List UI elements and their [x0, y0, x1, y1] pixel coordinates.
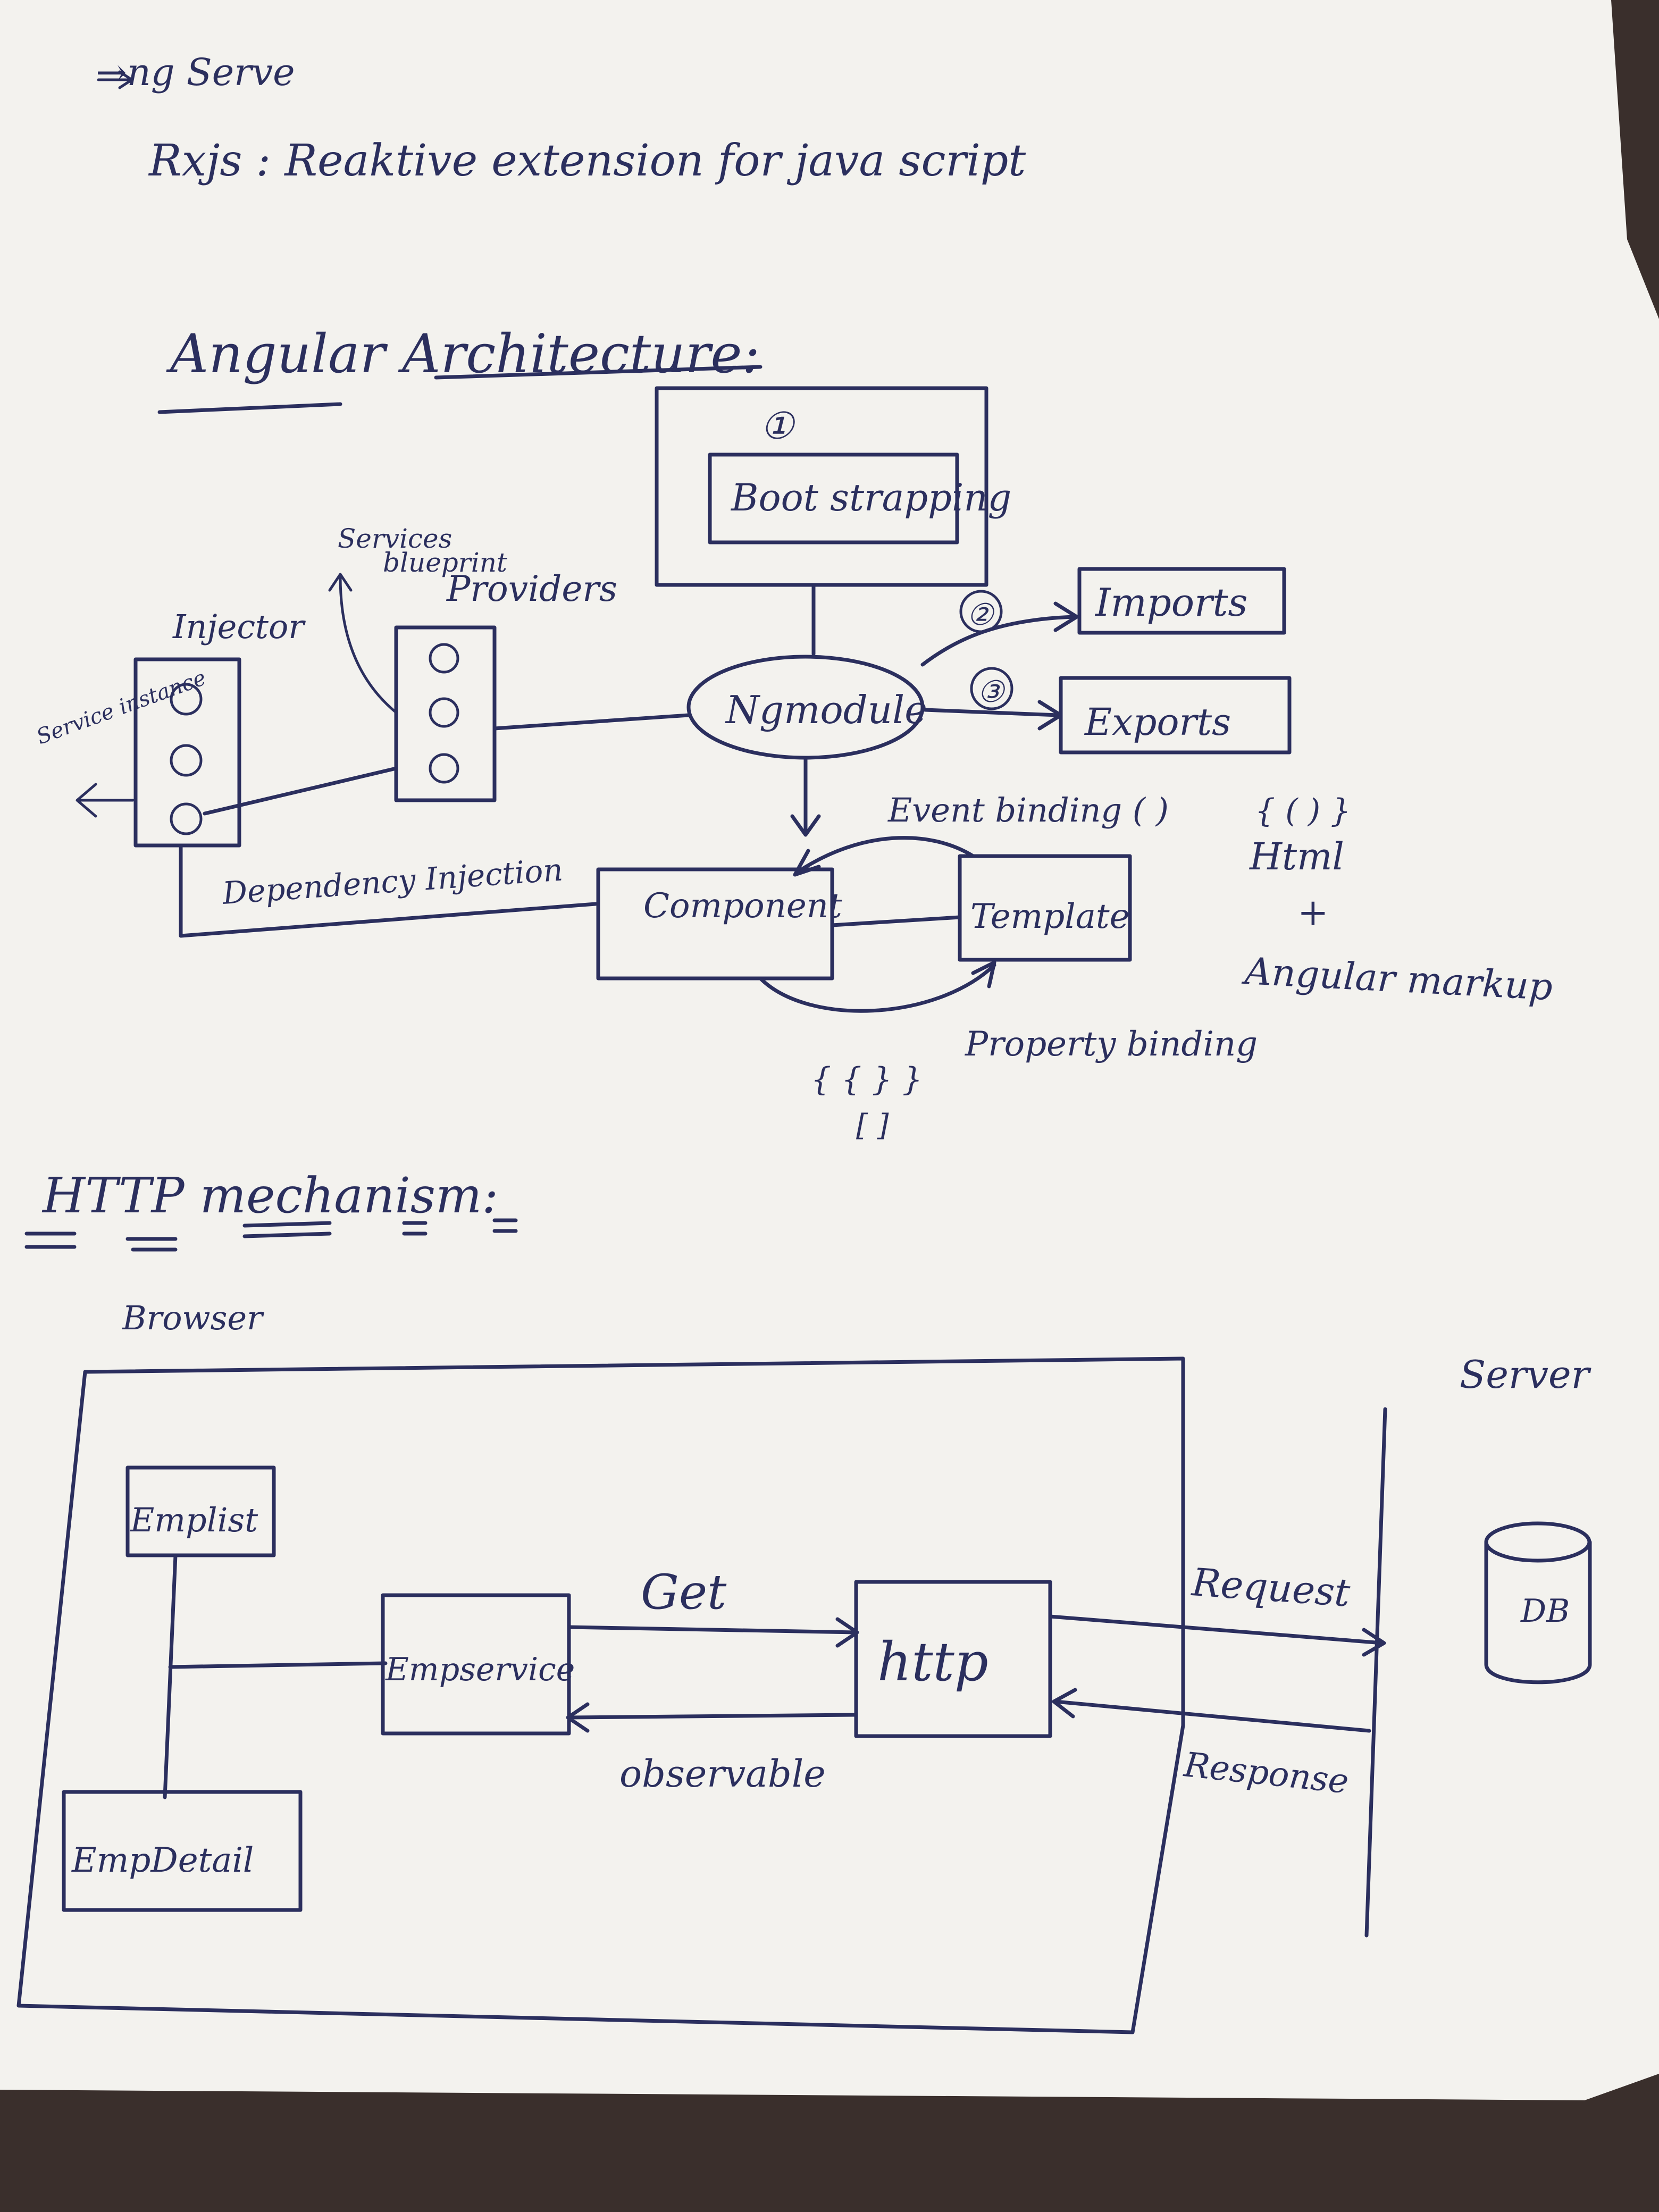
emplist-label: Emplist	[130, 1501, 258, 1539]
note-line-rxjs: Rxjs : Reaktive extension for java scrip…	[148, 136, 1026, 186]
observable-arrow	[566, 1702, 858, 1733]
request-arrow	[1048, 1614, 1386, 1657]
db-cylinder	[1484, 1540, 1592, 1685]
template-label: Template	[970, 897, 1129, 936]
ngmodule-to-component-arrow	[790, 756, 821, 837]
http-mechanism-heading: HTTP mechanism:	[41, 1167, 498, 1224]
empservice-label: Empservice	[385, 1651, 575, 1688]
providers-slot-3	[429, 753, 459, 784]
providers-slot-2	[429, 697, 459, 728]
property-binding-arrow	[758, 960, 996, 1013]
exports-step-number: ③	[977, 675, 1006, 709]
server-boundary-line	[1364, 1407, 1387, 1938]
event-binding-label: Event binding ( )	[887, 791, 1169, 830]
ngmodule-label: Ngmodule	[725, 688, 927, 732]
server-label: Server	[1460, 1352, 1591, 1397]
bootstrapping-step-number: ①	[760, 404, 795, 448]
injector-to-side-arrow	[76, 783, 135, 818]
providers-label: Providers	[446, 568, 617, 609]
component-tree-connector	[163, 1553, 388, 1799]
bootstrapping-label: Boot strapping	[730, 476, 1011, 520]
injector-box	[133, 657, 241, 848]
bootstrapping-outer-box	[655, 386, 988, 587]
http-box	[854, 1580, 1052, 1738]
paper-sheet	[0, 0, 1659, 2100]
http-label: http	[877, 1631, 988, 1693]
event-binding-arrow	[793, 836, 975, 877]
request-label: Request	[1189, 1560, 1352, 1615]
angular-architecture-heading: Angular Architecture:	[166, 323, 760, 385]
exports-step-circle	[970, 667, 1013, 710]
providers-to-ngmodule-line	[492, 713, 691, 731]
property-binding-label: Property binding	[965, 1025, 1258, 1064]
response-arrow	[1052, 1688, 1371, 1733]
providers-note-services: Services	[338, 523, 452, 554]
injector-slot-3	[170, 802, 203, 835]
imports-label: Imports	[1094, 580, 1247, 625]
empdetail-label: EmpDetail	[71, 1841, 254, 1880]
injector-slot-1	[170, 683, 203, 716]
get-arrow	[567, 1617, 859, 1648]
empdetail-box	[62, 1790, 303, 1912]
template-note-braces: { ( ) }	[1255, 792, 1351, 830]
get-label: Get	[641, 1564, 727, 1620]
empservice-box	[381, 1593, 571, 1736]
providers-slot-1	[429, 643, 459, 674]
template-note-plus: +	[1297, 891, 1329, 934]
note-arrow	[97, 70, 133, 89]
injector-slot-2	[170, 744, 203, 777]
dependency-injection-line	[179, 843, 598, 938]
providers-to-note-arrow	[328, 573, 398, 714]
component-template-link	[830, 915, 962, 927]
bootstrapping-inner-box	[708, 453, 959, 544]
imports-step-circle	[959, 590, 1003, 633]
browser-label: Browser	[122, 1298, 264, 1337]
providers-to-injector-line	[203, 766, 398, 816]
observable-label: observable	[619, 1752, 826, 1796]
imports-step-number: ②	[967, 598, 995, 632]
emplist-box	[125, 1465, 276, 1557]
template-note-html: Html	[1249, 835, 1344, 878]
component-label: Component	[643, 886, 842, 926]
note-line-ng-serve: →ng Serve	[96, 51, 295, 94]
exports-label: Exports	[1084, 700, 1231, 744]
brackets-symbol: [ ]	[856, 1108, 889, 1143]
providers-box	[394, 625, 497, 802]
injector-label: Injector	[172, 607, 306, 646]
exports-box	[1059, 676, 1292, 755]
interpolation-symbol: { { } }	[811, 1061, 923, 1098]
browser-frame	[16, 1356, 1185, 2034]
db-cylinder-top	[1484, 1521, 1591, 1563]
template-box	[958, 854, 1132, 962]
imports-box	[1077, 567, 1286, 635]
db-label: DB	[1520, 1593, 1570, 1630]
http-heading-underline	[24, 1218, 518, 1252]
heading-underline	[157, 365, 763, 414]
providers-note-blueprint: blueprint	[383, 547, 508, 578]
